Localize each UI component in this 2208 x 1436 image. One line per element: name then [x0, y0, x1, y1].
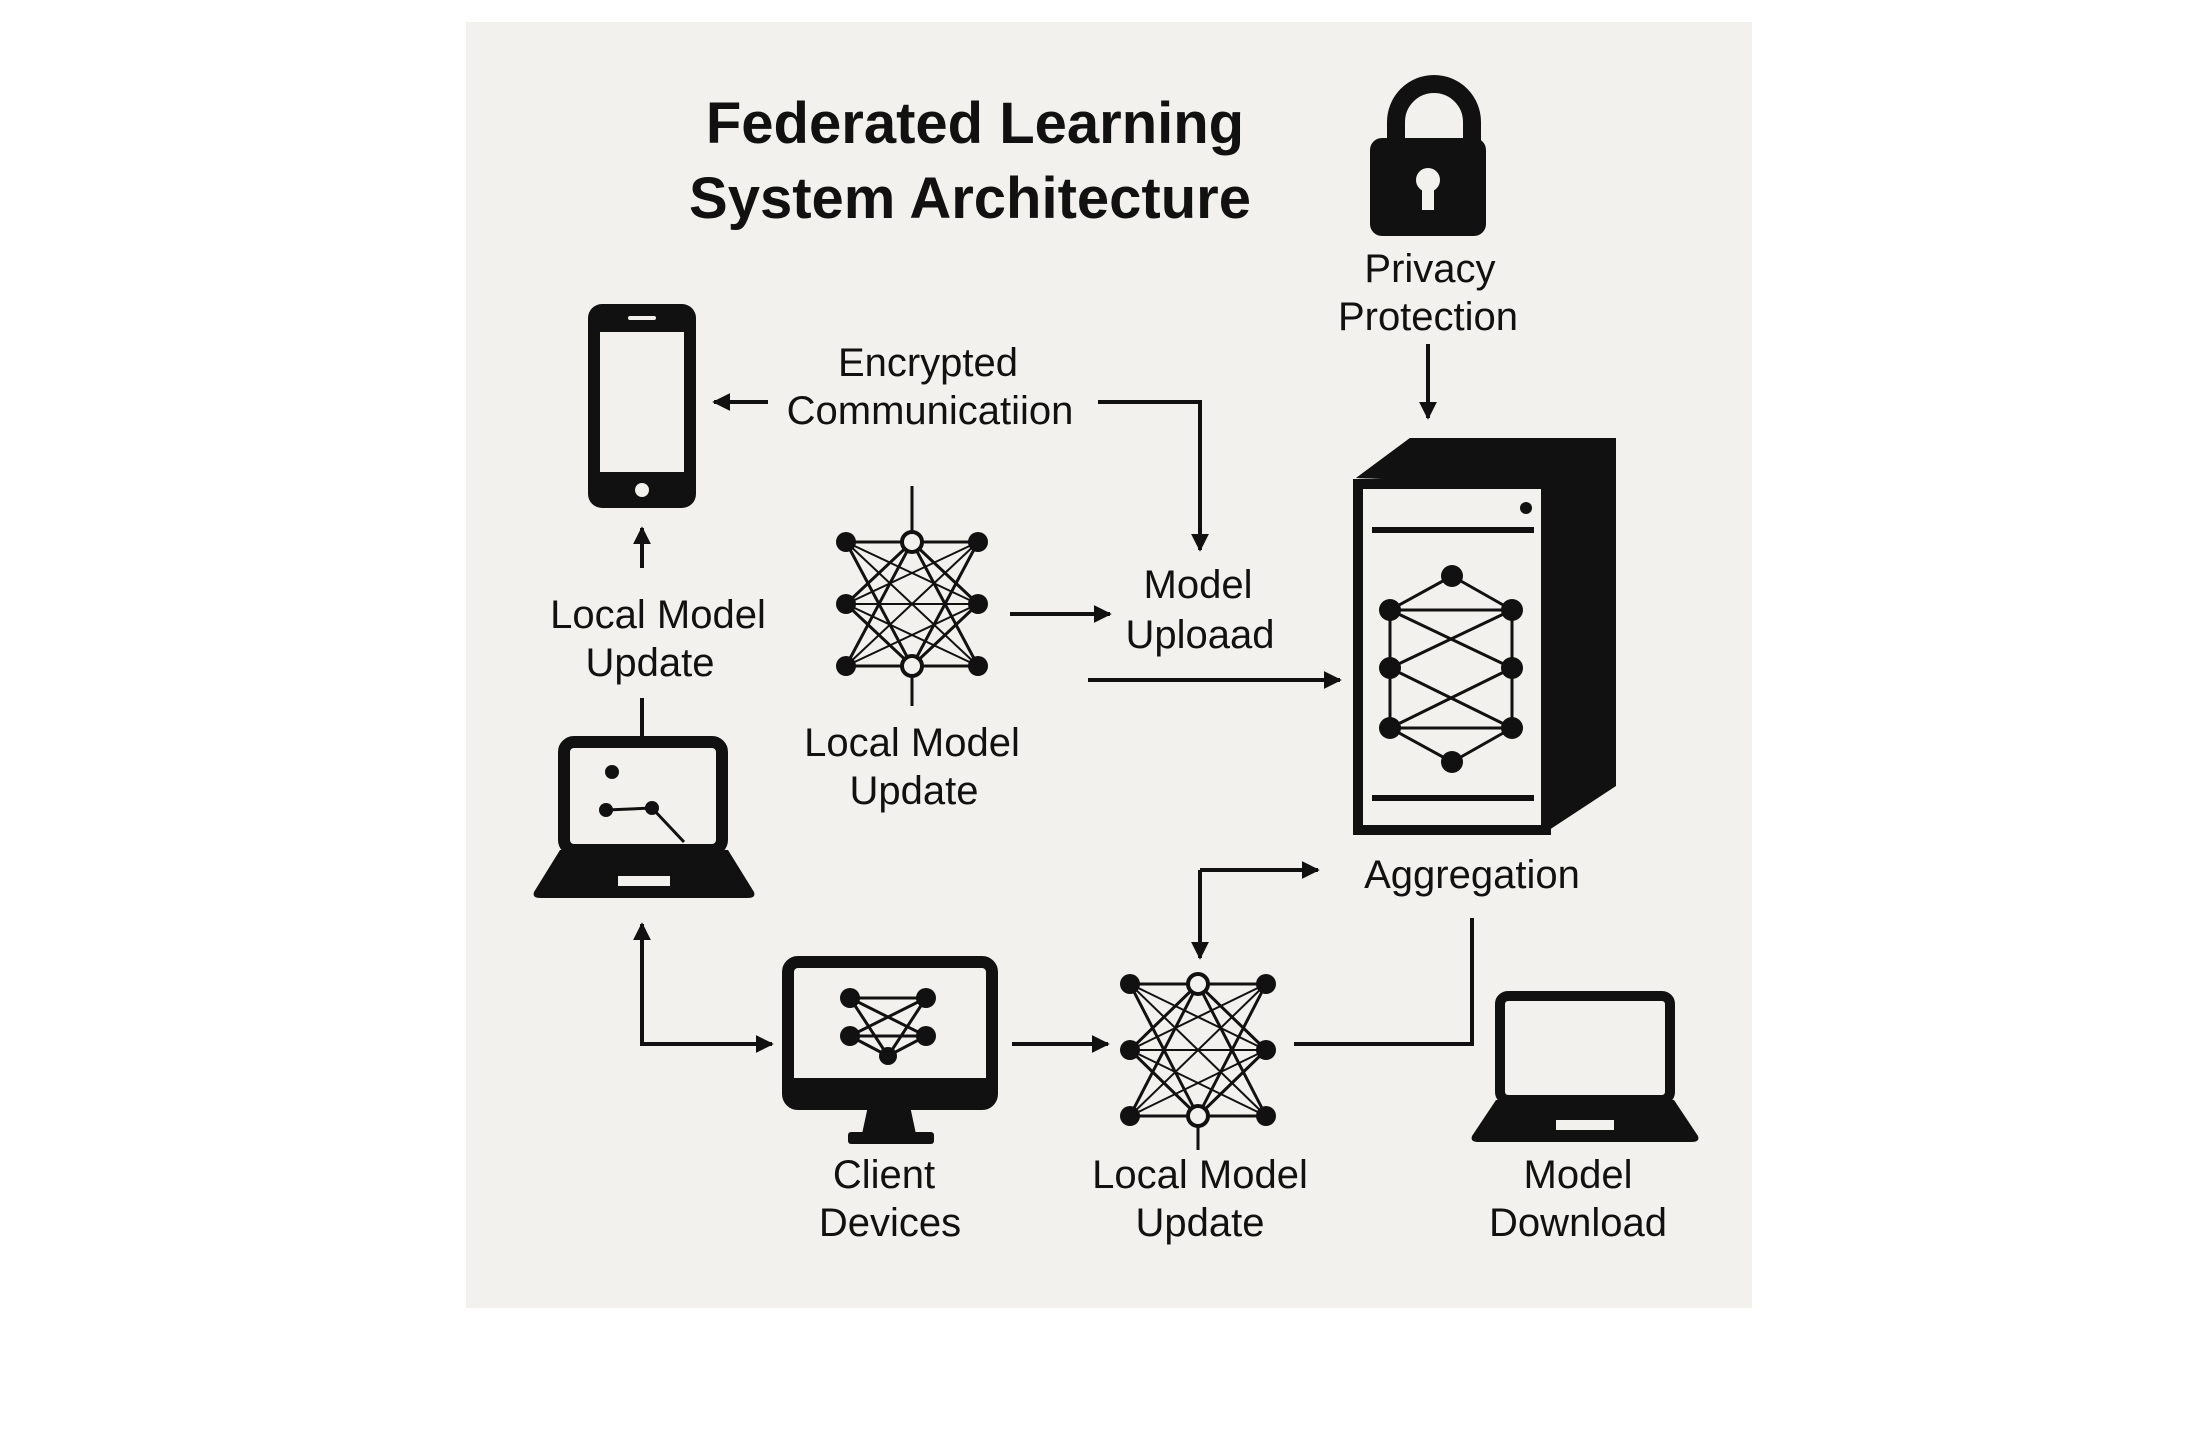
network-node	[1186, 1104, 1210, 1128]
title-line-1: Federated Learning	[706, 91, 1244, 156]
network-node	[1441, 751, 1463, 773]
network-node	[1501, 717, 1523, 739]
network-node	[1501, 599, 1523, 621]
laptop-icon	[533, 736, 755, 898]
federated-learning-diagram: Federated Learning System Architecture P…	[533, 75, 1699, 1245]
update-to-aggregation-line	[1294, 918, 1474, 1046]
download-label-line-2: Download	[1489, 1201, 1667, 1245]
bottom-update-label-line-1: Local Model	[1092, 1153, 1308, 1197]
bottom-update-label-line-2: Update	[1136, 1201, 1265, 1245]
client-label-line-1: Client	[833, 1153, 935, 1197]
server-icon	[1353, 438, 1616, 835]
network-node	[900, 654, 924, 678]
center-update-label-line-1: Local Model	[804, 721, 1020, 765]
network-node	[1379, 599, 1401, 621]
left-update-label-line-2: Update	[586, 641, 715, 685]
network-node	[1501, 657, 1523, 679]
neural-network-icon	[836, 486, 988, 706]
encrypted-label-line-1: Encrypted	[838, 341, 1018, 385]
diagram-panel: Federated Learning System Architecture P…	[466, 22, 1752, 1308]
network-node	[1186, 972, 1210, 996]
desktop-monitor-icon	[782, 956, 998, 1144]
laptop-icon	[1471, 991, 1699, 1142]
network-node	[1120, 974, 1140, 994]
network-node	[836, 594, 856, 614]
network-node	[1379, 717, 1401, 739]
network-node	[1120, 1106, 1140, 1126]
network-node	[836, 532, 856, 552]
privacy-label-line-2: Protection	[1338, 295, 1518, 339]
network-node	[1256, 1040, 1276, 1060]
network-node	[1379, 657, 1401, 679]
upload-label-line-1: Model	[1144, 563, 1253, 607]
privacy-label-line-1: Privacy	[1364, 247, 1495, 291]
upload-label-line-2: Uploaad	[1125, 613, 1274, 657]
download-label-line-1: Model	[1524, 1153, 1633, 1197]
title-line-2: System Architecture	[689, 166, 1251, 231]
aggregation-label: Aggregation	[1364, 853, 1580, 897]
network-node	[836, 656, 856, 676]
left-update-label-line-1: Local Model	[550, 593, 766, 637]
smartphone-icon	[588, 304, 696, 508]
network-node	[1441, 565, 1463, 587]
encrypted-to-upload-arrow	[1098, 400, 1209, 552]
network-node	[968, 656, 988, 676]
neural-network-icon	[1120, 972, 1276, 1150]
network-node	[1256, 1106, 1276, 1126]
network-node	[968, 532, 988, 552]
padlock-icon	[1370, 75, 1486, 236]
client-label-line-2: Devices	[819, 1201, 961, 1245]
encrypted-label-line-2: Communicatiion	[787, 389, 1074, 433]
network-node	[1256, 974, 1276, 994]
center-update-label-line-2: Update	[850, 769, 979, 813]
network-node	[968, 594, 988, 614]
network-node	[900, 530, 924, 554]
network-node	[1120, 1040, 1140, 1060]
